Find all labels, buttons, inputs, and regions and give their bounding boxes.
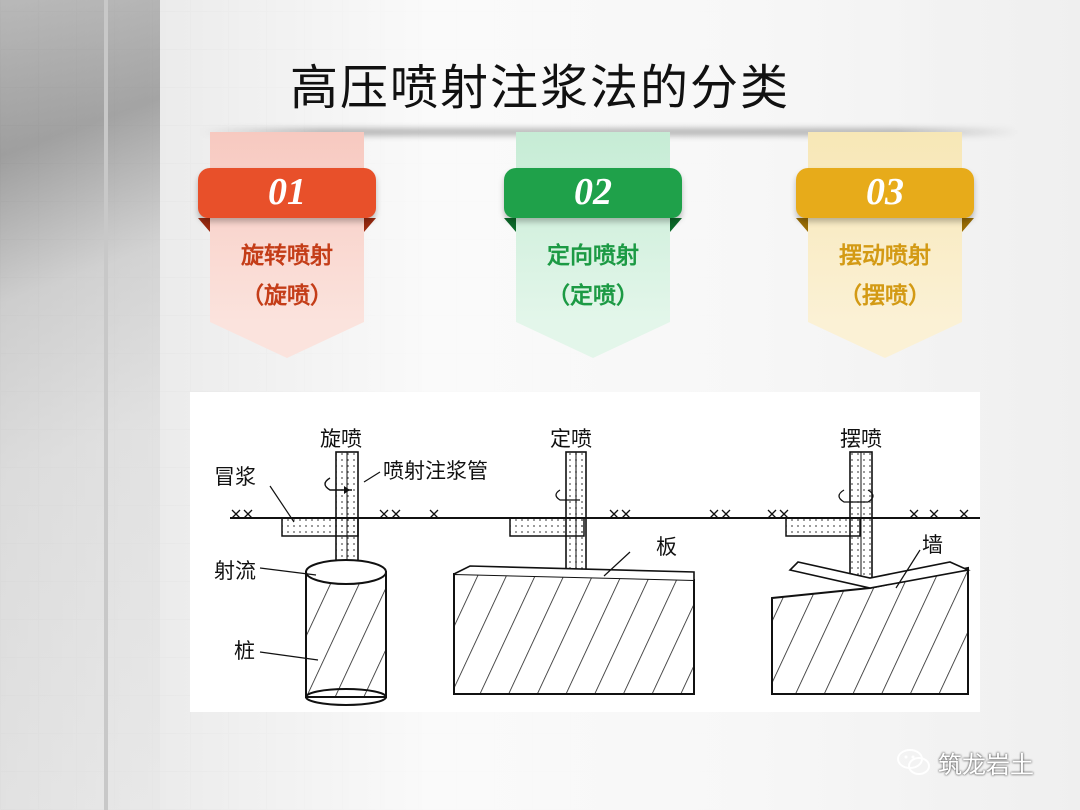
card-number: 02 bbox=[574, 171, 612, 213]
label-jet: 射流 bbox=[214, 559, 256, 583]
slide-title: 高压喷射注浆法的分类 bbox=[289, 60, 790, 116]
watermark-text: 筑龙岩土 bbox=[938, 750, 1034, 779]
swing-jet-figure bbox=[771, 451, 971, 695]
card-label: 定向喷射 （定喷） bbox=[516, 236, 670, 316]
card-label-line2: （摆喷） bbox=[839, 283, 931, 309]
rotary-jet-figure bbox=[259, 451, 387, 706]
left-decorative-image bbox=[0, 0, 160, 810]
label-directional: 定喷 bbox=[550, 427, 592, 451]
label-pipe: 喷射注浆管 bbox=[383, 459, 488, 483]
card-label: 旋转喷射 （旋喷） bbox=[210, 236, 364, 316]
card-number-tab: 03 bbox=[796, 168, 974, 218]
label-plate: 板 bbox=[656, 535, 677, 559]
card-rotary-jet: 01 旋转喷射 （旋喷） bbox=[198, 132, 376, 358]
card-label-line2: （旋喷） bbox=[241, 283, 333, 309]
label-pile: 桩 bbox=[234, 639, 255, 663]
card-number: 01 bbox=[268, 171, 306, 213]
card-number-tab: 02 bbox=[504, 168, 682, 218]
card-swing-jet: 03 摆动喷射 （摆喷） bbox=[796, 132, 974, 358]
card-number: 03 bbox=[866, 171, 904, 213]
card-label-line1: 定向喷射 bbox=[547, 243, 639, 269]
label-overflow: 冒浆 bbox=[214, 465, 256, 489]
label-swing: 摆喷 bbox=[840, 427, 882, 451]
ground-hatch-marks bbox=[231, 509, 969, 519]
wechat-icon bbox=[897, 749, 930, 775]
label-wall: 墙 bbox=[922, 533, 943, 557]
jet-grouting-diagram: 旋喷 喷射注浆管 冒浆 射流 桩 定喷 板 摆喷 墙 bbox=[190, 392, 980, 712]
card-directional-jet: 02 定向喷射 （定喷） bbox=[504, 132, 682, 358]
diagram-svg: 旋喷 喷射注浆管 冒浆 射流 桩 定喷 板 摆喷 墙 bbox=[214, 427, 980, 706]
card-label-line1: 摆动喷射 bbox=[839, 243, 931, 269]
card-label-line1: 旋转喷射 bbox=[241, 243, 333, 269]
card-number-tab: 01 bbox=[198, 168, 376, 218]
card-label-line2: （定喷） bbox=[547, 283, 639, 309]
card-label: 摆动喷射 （摆喷） bbox=[808, 236, 962, 316]
left-divider bbox=[104, 0, 108, 810]
directional-jet-figure bbox=[453, 451, 695, 695]
label-rotary: 旋喷 bbox=[320, 427, 362, 451]
watermark: 筑龙岩土 bbox=[896, 745, 1034, 779]
